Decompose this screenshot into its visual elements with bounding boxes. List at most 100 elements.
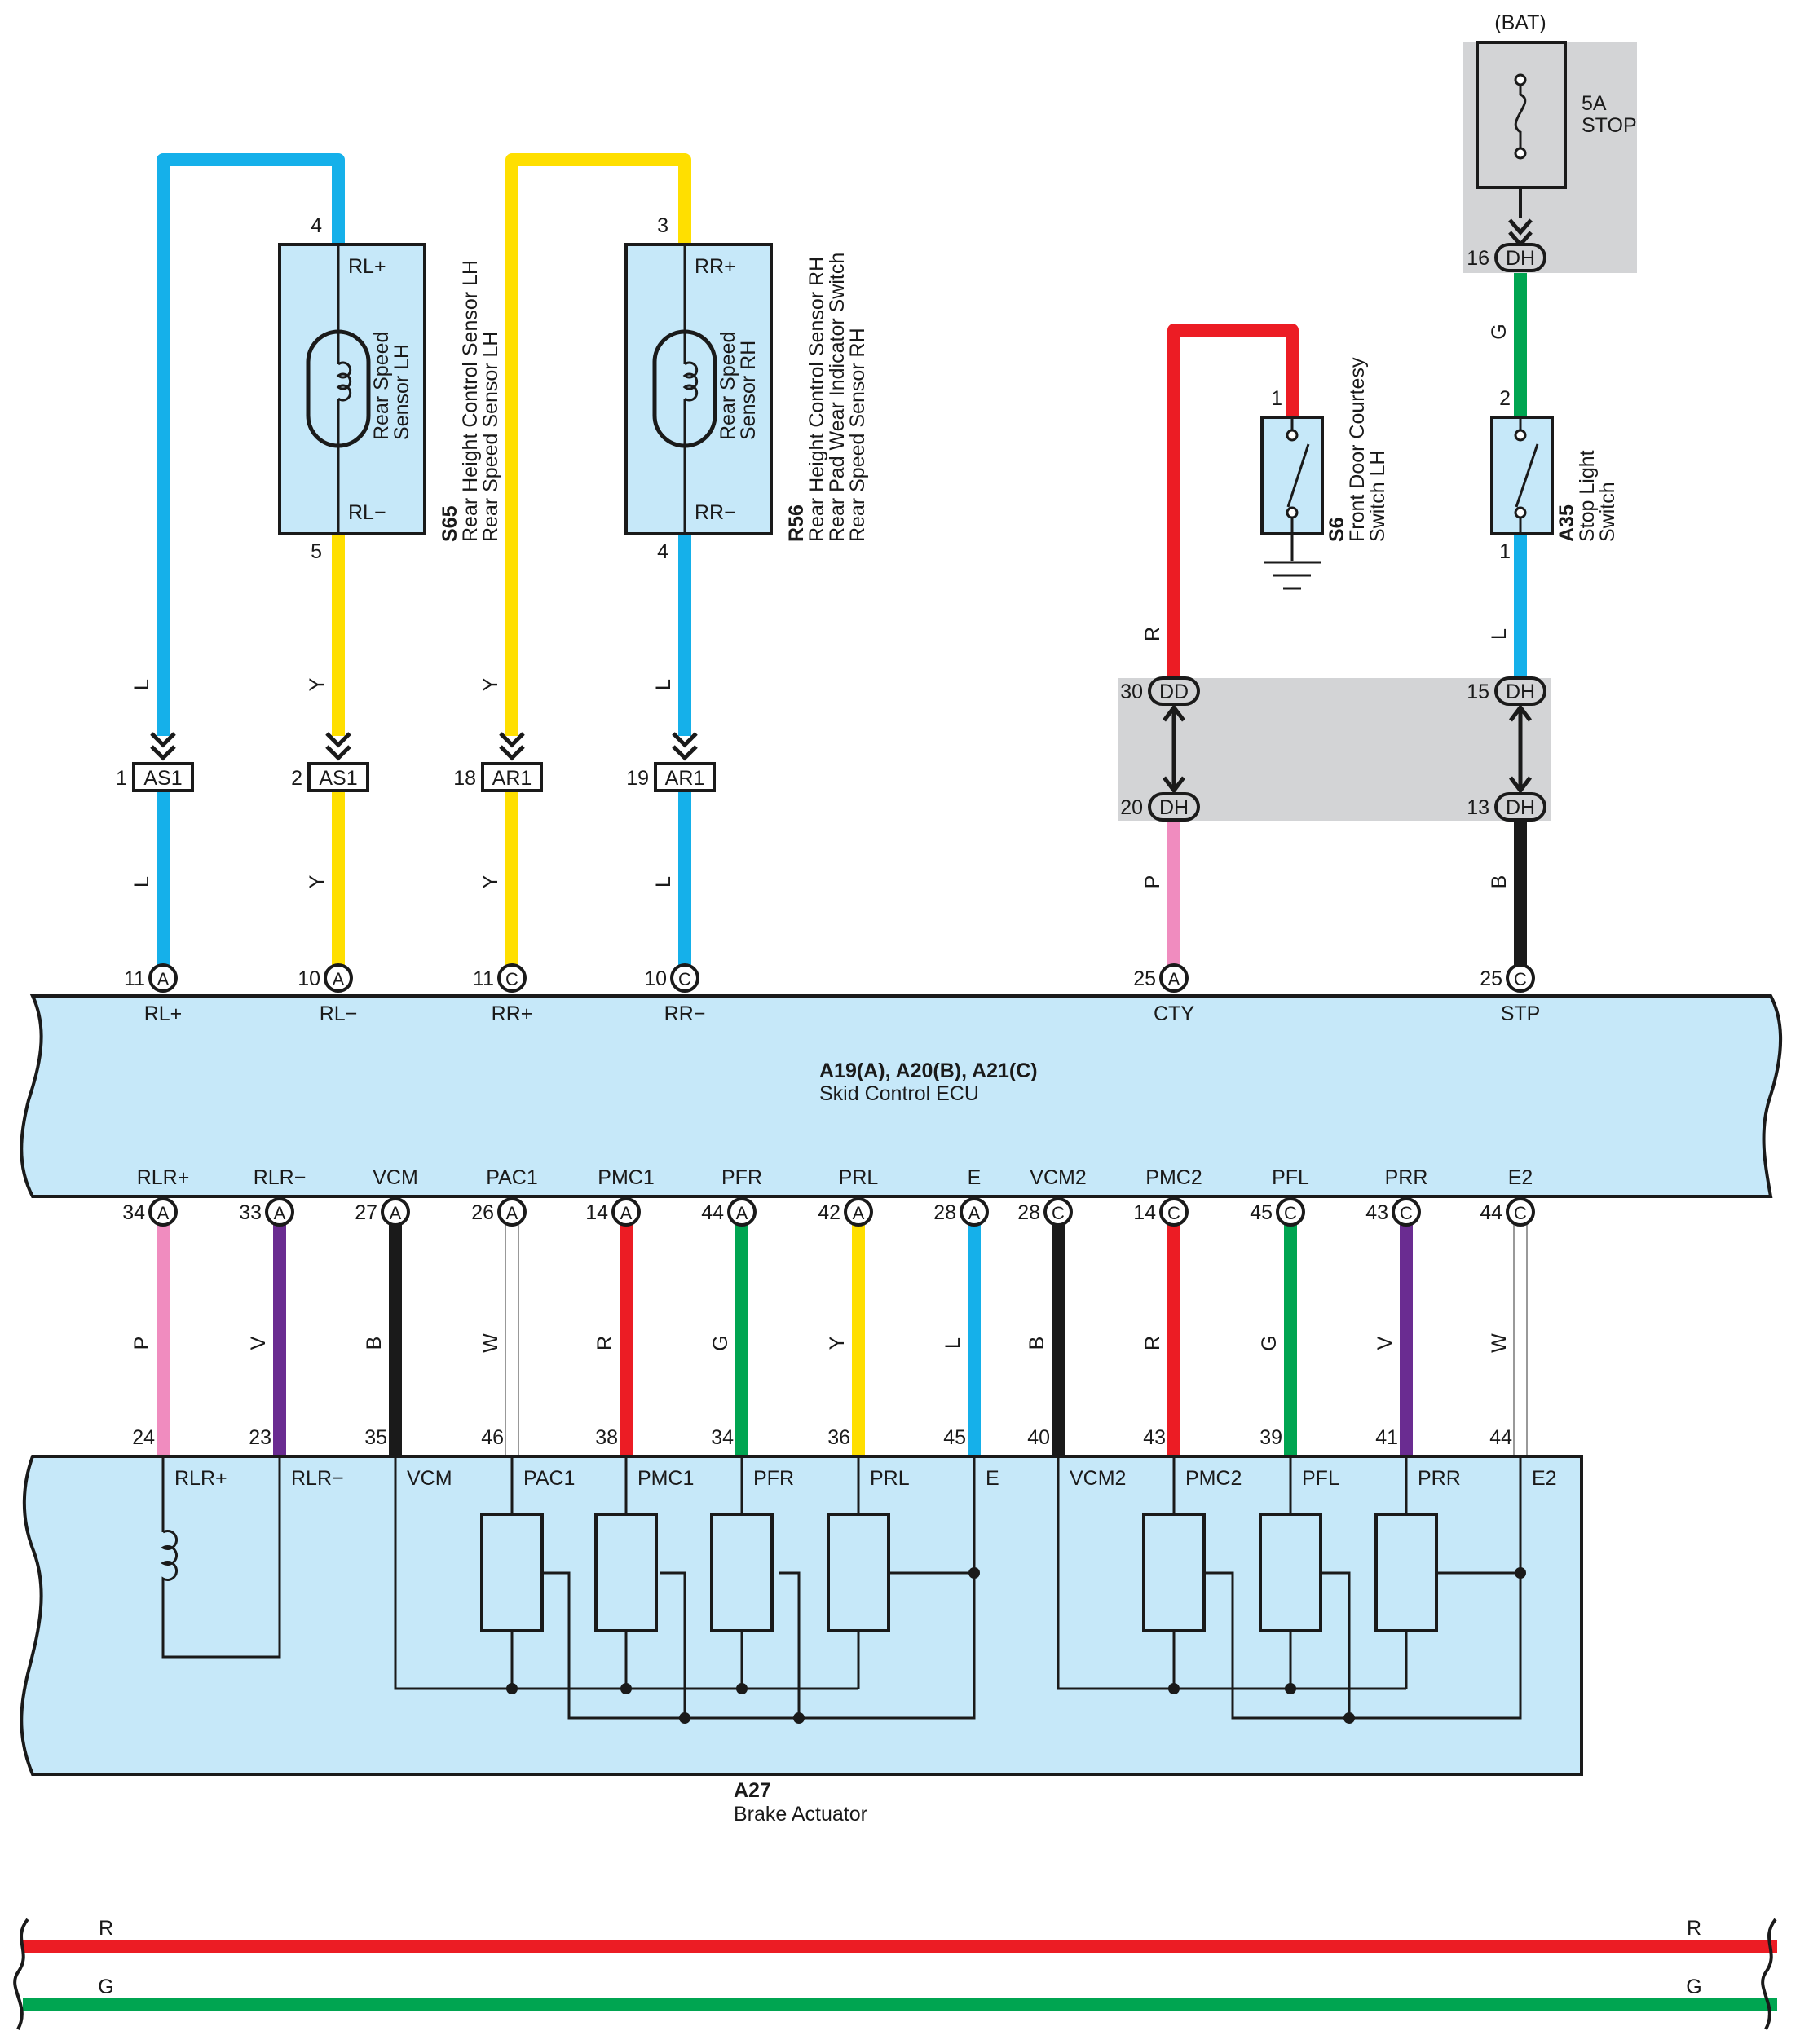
ecu-connector-A: [960, 1197, 989, 1227]
terminal-label: RR+: [492, 1002, 533, 1025]
component-name: Front Door Courtesy: [1346, 357, 1369, 542]
bottom-wires: [157, 1222, 1528, 1460]
pin-number: 16: [1467, 247, 1489, 270]
wire-color-label: W: [1488, 1333, 1511, 1353]
wire-color-label: L: [1488, 628, 1511, 640]
terminal-label: RL−: [320, 1002, 358, 1025]
connector-AS1: [132, 762, 194, 792]
chevron-down-icon: [150, 745, 176, 761]
ecu-connector-C: [1276, 1197, 1305, 1227]
pin-number: 28: [933, 1201, 956, 1224]
component-code: S6: [1326, 517, 1348, 542]
pin-number: 18: [453, 767, 476, 790]
component-name: Rear Height Control Sensor LH: [459, 260, 482, 542]
connector-name: DH: [1506, 681, 1535, 703]
connector-name: AS1: [143, 767, 182, 790]
terminal-label: PMC1: [638, 1467, 694, 1490]
pin-number: 36: [827, 1426, 850, 1449]
wire-color-label: Y: [306, 677, 329, 691]
connector-letter: A: [157, 1203, 170, 1223]
wire-color-label: L: [942, 1337, 964, 1349]
sensor-r56: [624, 243, 773, 535]
chevron-down-icon: [150, 732, 176, 748]
component-name: Rear Speed Sensor RH: [846, 328, 869, 542]
connector-letter: C: [1514, 1203, 1527, 1223]
terminal-label: PMC1: [598, 1166, 654, 1189]
connector-letter: A: [853, 1203, 865, 1223]
ecu-code: A19(A), A20(B), A21(C): [819, 1059, 1038, 1082]
wire-color-label: B: [1488, 875, 1511, 889]
terminal-label: RR+: [695, 255, 736, 278]
connector-name: DH: [1506, 796, 1535, 819]
ecu-connector-C: [1506, 963, 1535, 993]
terminal-label: PAC1: [523, 1467, 575, 1490]
ecu-connector-C: [670, 963, 699, 993]
switch-s6-contact-bottom: [1286, 506, 1299, 519]
terminal-label: RLR+: [137, 1166, 190, 1189]
chevron-down-icon: [499, 732, 525, 748]
chevron-down-icon: [325, 745, 351, 761]
pin-number: 2: [1499, 387, 1511, 410]
rlr-loop: [161, 1456, 281, 1659]
pmc1-return: [660, 1571, 686, 1718]
wire-white: [1513, 1222, 1528, 1460]
actuator-code: A27: [734, 1779, 771, 1802]
ecu-connector-A: [844, 1197, 873, 1227]
e-line: [538, 1456, 976, 1720]
ecu-connector-A: [148, 963, 178, 993]
switch-s6-blade: [1286, 443, 1310, 508]
switch-a35: [1490, 416, 1554, 535]
wire-color-label: B: [1026, 1337, 1048, 1350]
pin-number: 44: [701, 1201, 724, 1224]
terminal-label: E: [968, 1166, 982, 1189]
ecu-connector-A: [148, 1197, 178, 1227]
terminal-label: VCM2: [1030, 1166, 1086, 1189]
fuse-box: [1476, 41, 1567, 189]
terminal-label: PRR: [1385, 1166, 1428, 1189]
pin-number: 19: [626, 767, 649, 790]
terminal-label: E2: [1508, 1166, 1533, 1189]
wire-color-label: P: [1141, 875, 1164, 889]
terminal-label: PAC1: [486, 1166, 537, 1189]
pin-number: 33: [239, 1201, 262, 1224]
terminal-label: PRL: [839, 1166, 879, 1189]
actuator-name: Brake Actuator: [734, 1803, 867, 1826]
solenoid-valve: [710, 1513, 774, 1632]
terminal-label: PFR: [721, 1166, 762, 1189]
pin-number: 39: [1260, 1426, 1282, 1449]
pin-number: 1: [116, 767, 127, 790]
pin-number: 10: [298, 967, 320, 990]
connector-letter: C: [1167, 1203, 1180, 1223]
terminal-label: RL+: [144, 1002, 183, 1025]
bus-label: G: [1686, 1976, 1701, 1998]
connector-letter: A: [1168, 969, 1180, 989]
switch-s6-contact-top: [1286, 429, 1299, 442]
pin-number: 4: [657, 540, 668, 563]
terminal-label: RLR−: [254, 1166, 307, 1189]
pin-number: 13: [1467, 796, 1489, 819]
ecu-connector-A: [611, 1197, 641, 1227]
ecu-connector-A: [265, 1197, 294, 1227]
chevron-down-icon: [499, 745, 525, 761]
pin-number: 45: [1250, 1201, 1273, 1224]
wire-color-label: V: [1374, 1336, 1396, 1350]
pin-number: 34: [711, 1426, 734, 1449]
pin-number: 43: [1143, 1426, 1166, 1449]
connector-letter: A: [620, 1203, 633, 1223]
terminal-label: PRR: [1418, 1467, 1461, 1490]
ecu-name: Skid Control ECU: [819, 1082, 979, 1105]
bus-break-left: [13, 1918, 29, 2030]
fuse-source-label: (BAT): [1494, 11, 1546, 34]
junction-connector-DH: [1494, 243, 1546, 272]
bus-label: G: [98, 1976, 113, 1998]
pin-number: 5: [311, 540, 322, 563]
connector-name: DH: [1506, 247, 1535, 270]
connector-name: AS1: [319, 767, 357, 790]
wire-courtesy-red: [1167, 324, 1299, 681]
connector-letter: C: [1284, 1203, 1297, 1223]
wire-color-label: Y: [306, 874, 329, 888]
pin-number: 46: [481, 1426, 504, 1449]
pin-number: 11: [124, 967, 145, 990]
pfr-return: [779, 1571, 801, 1718]
